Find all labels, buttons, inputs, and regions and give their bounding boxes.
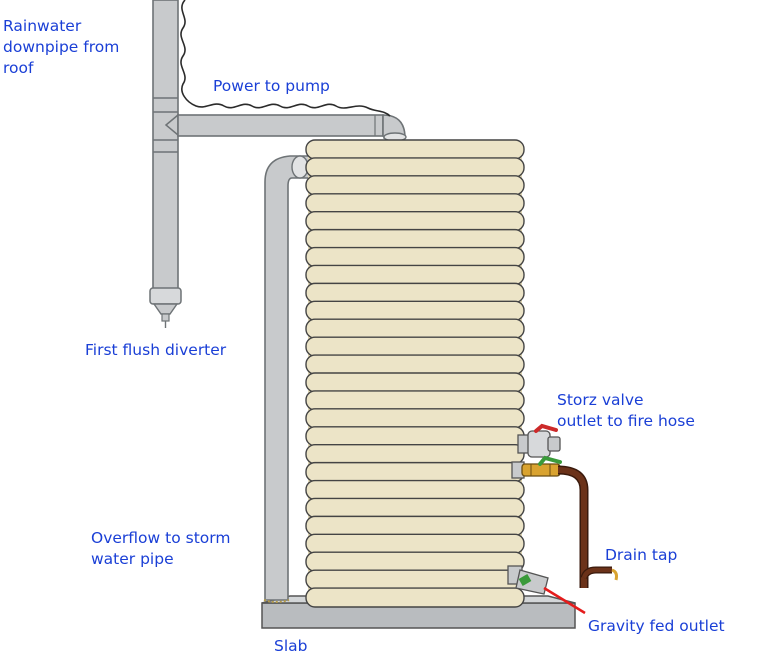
tank-ring [305,264,525,286]
tank-ring [305,246,525,268]
tank-ring [305,533,525,554]
tank-ring [305,354,525,375]
tank-ring [305,443,525,465]
tank-ring [305,139,525,160]
tank-ring [305,426,525,447]
tank-ring [305,336,525,357]
inlet-pipe [164,113,407,142]
gravity-outlet-pointer [543,586,586,615]
tank-ring [305,282,525,304]
tank-ring [305,497,525,519]
storz-valve [517,423,561,458]
label-slab: Slab [274,637,308,655]
tank-ring [305,390,525,411]
tank-ring [305,210,525,232]
drain-valve [511,455,562,479]
tank-ring [305,372,525,393]
tank-ring [305,515,525,537]
tank-ring [305,157,525,178]
tank-ring [305,300,525,321]
label-power-to-pump: Power to pump [213,77,330,95]
tank-ring [305,193,525,214]
tank-ring [305,479,525,501]
tank-ring [305,461,525,483]
tank-ring [305,408,525,429]
drain-pipe [557,465,618,588]
label-first-flush-diverter: First flush diverter [85,341,227,359]
label-storz-valve: Storz valve outlet to fire hose [557,391,695,430]
tank-ring [305,551,525,572]
label-overflow: Overflow to storm water pipe [91,529,231,568]
first-flush-diverter [149,287,182,328]
tank-ring [305,175,525,196]
gravity-outlet [507,565,549,595]
label-drain-tap: Drain tap [605,546,678,564]
label-rainwater-downpipe: Rainwater downpipe from roof [3,17,120,77]
power-cable [180,0,391,117]
water-tank [305,139,525,608]
tank-ring [305,228,525,250]
rainwater-downpipe [152,0,179,291]
tank-ring [305,318,525,339]
tank-ring [305,569,525,590]
tank-ring [305,587,525,608]
label-gravity-fed-outlet: Gravity fed outlet [588,617,725,635]
